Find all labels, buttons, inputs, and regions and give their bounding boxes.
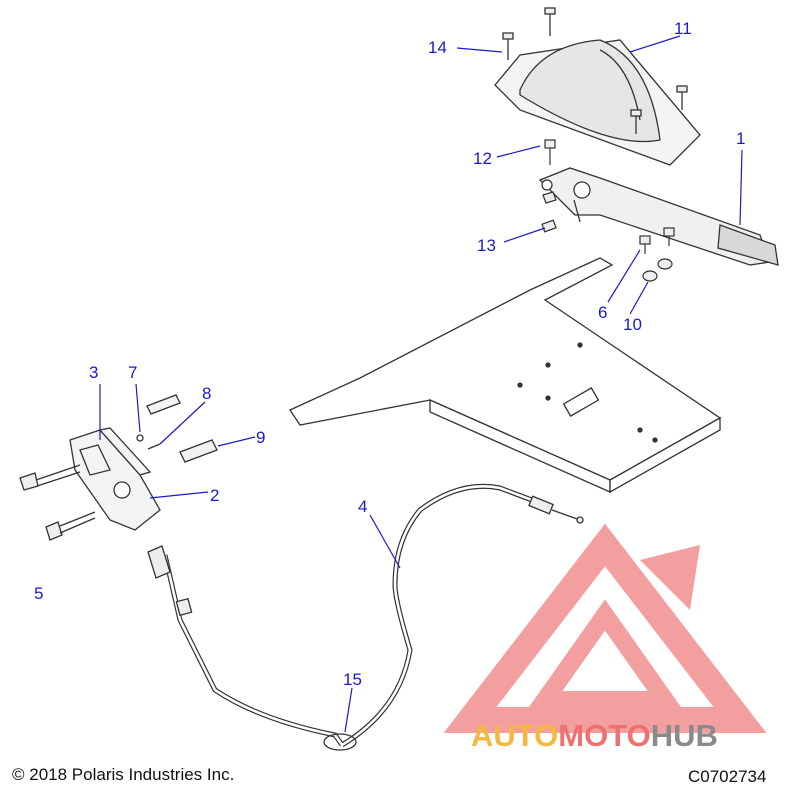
cable-ends <box>147 495 584 751</box>
lever-bracket <box>69 427 161 531</box>
callout-10: 10 <box>623 315 642 334</box>
callout-11: 11 <box>674 19 692 38</box>
brake-cable-inner <box>163 485 546 747</box>
callout-13: 13 <box>477 236 496 255</box>
callout-3: 3 <box>89 363 99 382</box>
small-hardware <box>541 139 675 282</box>
watermark-hub: HUB <box>650 718 718 753</box>
brake-lever <box>538 167 779 266</box>
shifter-cover <box>494 39 701 166</box>
callout-8: 8 <box>202 384 212 403</box>
diagram-code: C0702734 <box>688 767 767 786</box>
bracket-bolts <box>19 464 96 541</box>
watermark-logo <box>443 523 767 733</box>
copyright-text: © 2018 Polaris Industries Inc. <box>12 765 235 784</box>
callout-1: 1 <box>736 129 746 148</box>
callout-7: 7 <box>128 363 138 382</box>
callout-2: 2 <box>210 486 220 505</box>
callout-6: 6 <box>598 303 608 322</box>
callout-4: 4 <box>358 497 368 516</box>
callout-9: 9 <box>256 428 266 447</box>
callout-5: 5 <box>34 584 44 603</box>
watermark-auto: AUTO <box>471 718 559 753</box>
callout-12: 12 <box>473 149 492 168</box>
mounting-plate <box>289 257 722 494</box>
watermark-moto: MOTO <box>558 718 651 753</box>
watermark-text: AUTOMOTOHUB <box>471 720 718 751</box>
callout-14: 14 <box>428 38 447 57</box>
callout-15: 15 <box>343 670 362 689</box>
cover-screws <box>502 7 688 134</box>
leader-lines <box>99 35 743 733</box>
pins-and-bushings <box>136 394 218 463</box>
